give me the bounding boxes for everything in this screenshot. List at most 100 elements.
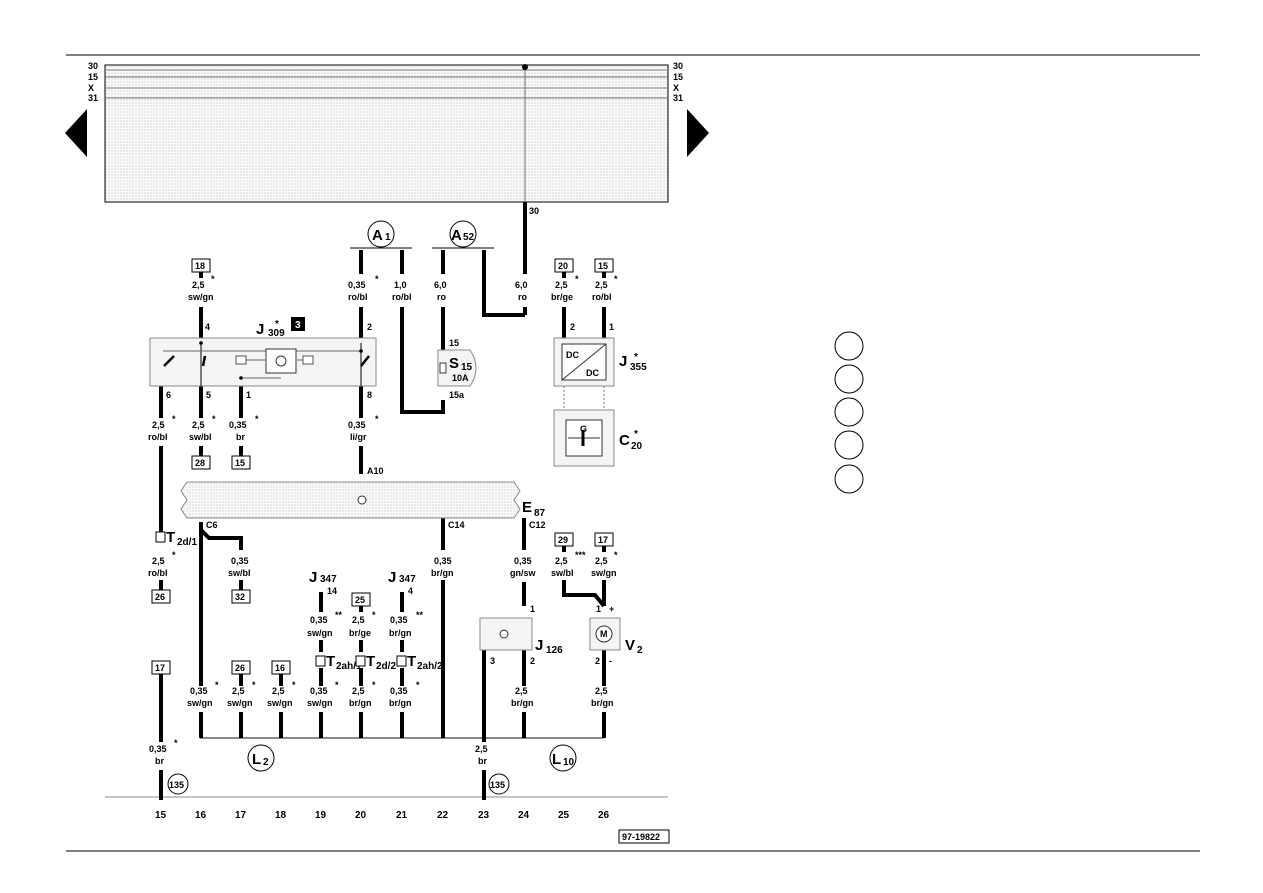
svg-text:br/gn: br/gn [389, 628, 412, 638]
rail-label-30-left: 30 [88, 61, 98, 71]
side-circle-1 [834, 331, 864, 361]
circle-L10-letter: L [552, 751, 561, 768]
svg-text:2: 2 [595, 656, 600, 666]
rail-node [522, 64, 528, 70]
svg-text:21: 21 [396, 810, 408, 821]
svg-text:18: 18 [275, 810, 287, 821]
svg-text:*: * [212, 414, 216, 424]
component-J355: DC DC [553, 337, 615, 387]
svg-text:1: 1 [609, 322, 614, 332]
svg-text:ro/bl: ro/bl [392, 292, 412, 302]
circle-135-left-text: 135 [169, 780, 184, 790]
svg-text:16: 16 [195, 810, 207, 821]
svg-text:2,5: 2,5 [192, 280, 205, 290]
previous-page-arrow[interactable] [65, 109, 87, 157]
rail-label-30-right: 30 [673, 61, 683, 71]
svg-text:gn/sw: gn/sw [510, 568, 537, 578]
rail-label-15-right: 15 [673, 72, 683, 82]
svg-text:4: 4 [205, 322, 210, 332]
svg-text:8: 8 [367, 390, 372, 400]
ref-box: 20 [554, 258, 574, 273]
component-C20: G [553, 409, 615, 467]
circle-L10-sub: 10 [563, 757, 575, 768]
column-numbers: 15 16 17 18 19 20 21 22 23 24 25 26 [155, 810, 610, 821]
svg-text:17: 17 [235, 810, 247, 821]
side-circles [834, 331, 864, 494]
svg-text:28: 28 [195, 458, 205, 468]
svg-text:sw/gn: sw/gn [591, 568, 617, 578]
svg-text:0,35: 0,35 [190, 686, 208, 696]
svg-text:*: * [614, 550, 618, 560]
circle-A1-sub: 1 [385, 232, 391, 243]
E87-sub: 87 [534, 508, 546, 519]
svg-text:0,35: 0,35 [310, 615, 328, 625]
svg-text:C6: C6 [206, 520, 218, 530]
svg-text:0,35: 0,35 [229, 420, 247, 430]
svg-text:1: 1 [530, 604, 535, 614]
svg-text:25: 25 [355, 595, 365, 605]
svg-text:**: ** [335, 610, 343, 620]
circle-A52-letter: A [451, 227, 462, 244]
T2d1-sub: 2d/1 [177, 537, 197, 548]
svg-text:5: 5 [206, 390, 211, 400]
ref-box: 26 [231, 660, 251, 675]
svg-text:ro: ro [437, 292, 447, 302]
svg-text:*: * [372, 610, 376, 620]
svg-text:0,35: 0,35 [390, 615, 408, 625]
component-J309 [149, 337, 377, 387]
S15-pin-out: 15a [449, 390, 465, 400]
svg-text:0,35: 0,35 [434, 556, 452, 566]
svg-text:sw/gn: sw/gn [307, 628, 333, 638]
svg-text:26: 26 [155, 592, 165, 602]
ref-box: 29 [554, 532, 574, 547]
svg-text:2: 2 [530, 656, 535, 666]
S15-letter: S [449, 355, 459, 372]
svg-text:3: 3 [490, 656, 495, 666]
J355-dc-top: DC [566, 350, 579, 360]
J126-letter: J [535, 637, 543, 654]
svg-text:*: * [211, 274, 215, 284]
svg-text:0,35: 0,35 [390, 686, 408, 696]
svg-text:sw/bl: sw/bl [551, 568, 574, 578]
C20-star: * [634, 429, 638, 440]
svg-text:***: *** [575, 550, 586, 560]
circle-A1-letter: A [372, 227, 383, 244]
next-page-arrow[interactable] [687, 109, 709, 157]
svg-text:0,35: 0,35 [310, 686, 328, 696]
svg-text:2: 2 [570, 322, 575, 332]
circle-A52-sub: 52 [463, 232, 475, 243]
T2ah1-letter: T [326, 653, 335, 670]
svg-text:30: 30 [529, 206, 539, 216]
rail-label-31-left: 31 [88, 93, 98, 103]
svg-text:0,35: 0,35 [149, 744, 167, 754]
svg-text:*: * [172, 414, 176, 424]
S15-pin-in: 15 [449, 338, 459, 348]
svg-text:+: + [609, 604, 614, 614]
svg-text:sw/bl: sw/bl [189, 432, 212, 442]
J126-sub: 126 [546, 645, 563, 656]
rail-lines [105, 69, 668, 202]
svg-text:sw/gn: sw/gn [188, 292, 214, 302]
svg-text:2,5: 2,5 [515, 686, 528, 696]
svg-text:22: 22 [437, 810, 449, 821]
svg-text:4: 4 [408, 586, 413, 596]
V2-letter: V [625, 637, 635, 654]
svg-text:15: 15 [598, 261, 608, 271]
svg-text:br/ge: br/ge [349, 628, 371, 638]
ref-box: 18 [191, 258, 211, 273]
svg-text:2,5: 2,5 [352, 615, 365, 625]
svg-text:*: * [614, 274, 618, 284]
J309-badge-box [291, 317, 305, 331]
svg-text:19: 19 [315, 810, 327, 821]
ref-box: 32 [231, 589, 251, 604]
ref-box: 28 [191, 455, 211, 470]
svg-text:*: * [416, 680, 420, 690]
T2ah2-letter: T [407, 653, 416, 670]
svg-text:15: 15 [155, 810, 167, 821]
T2d2-letter: T [366, 653, 375, 670]
svg-text:ro/bl: ro/bl [148, 432, 168, 442]
V2-sub: 2 [637, 645, 643, 656]
S15-rating: 10A [452, 373, 469, 383]
svg-text:26: 26 [598, 810, 610, 821]
